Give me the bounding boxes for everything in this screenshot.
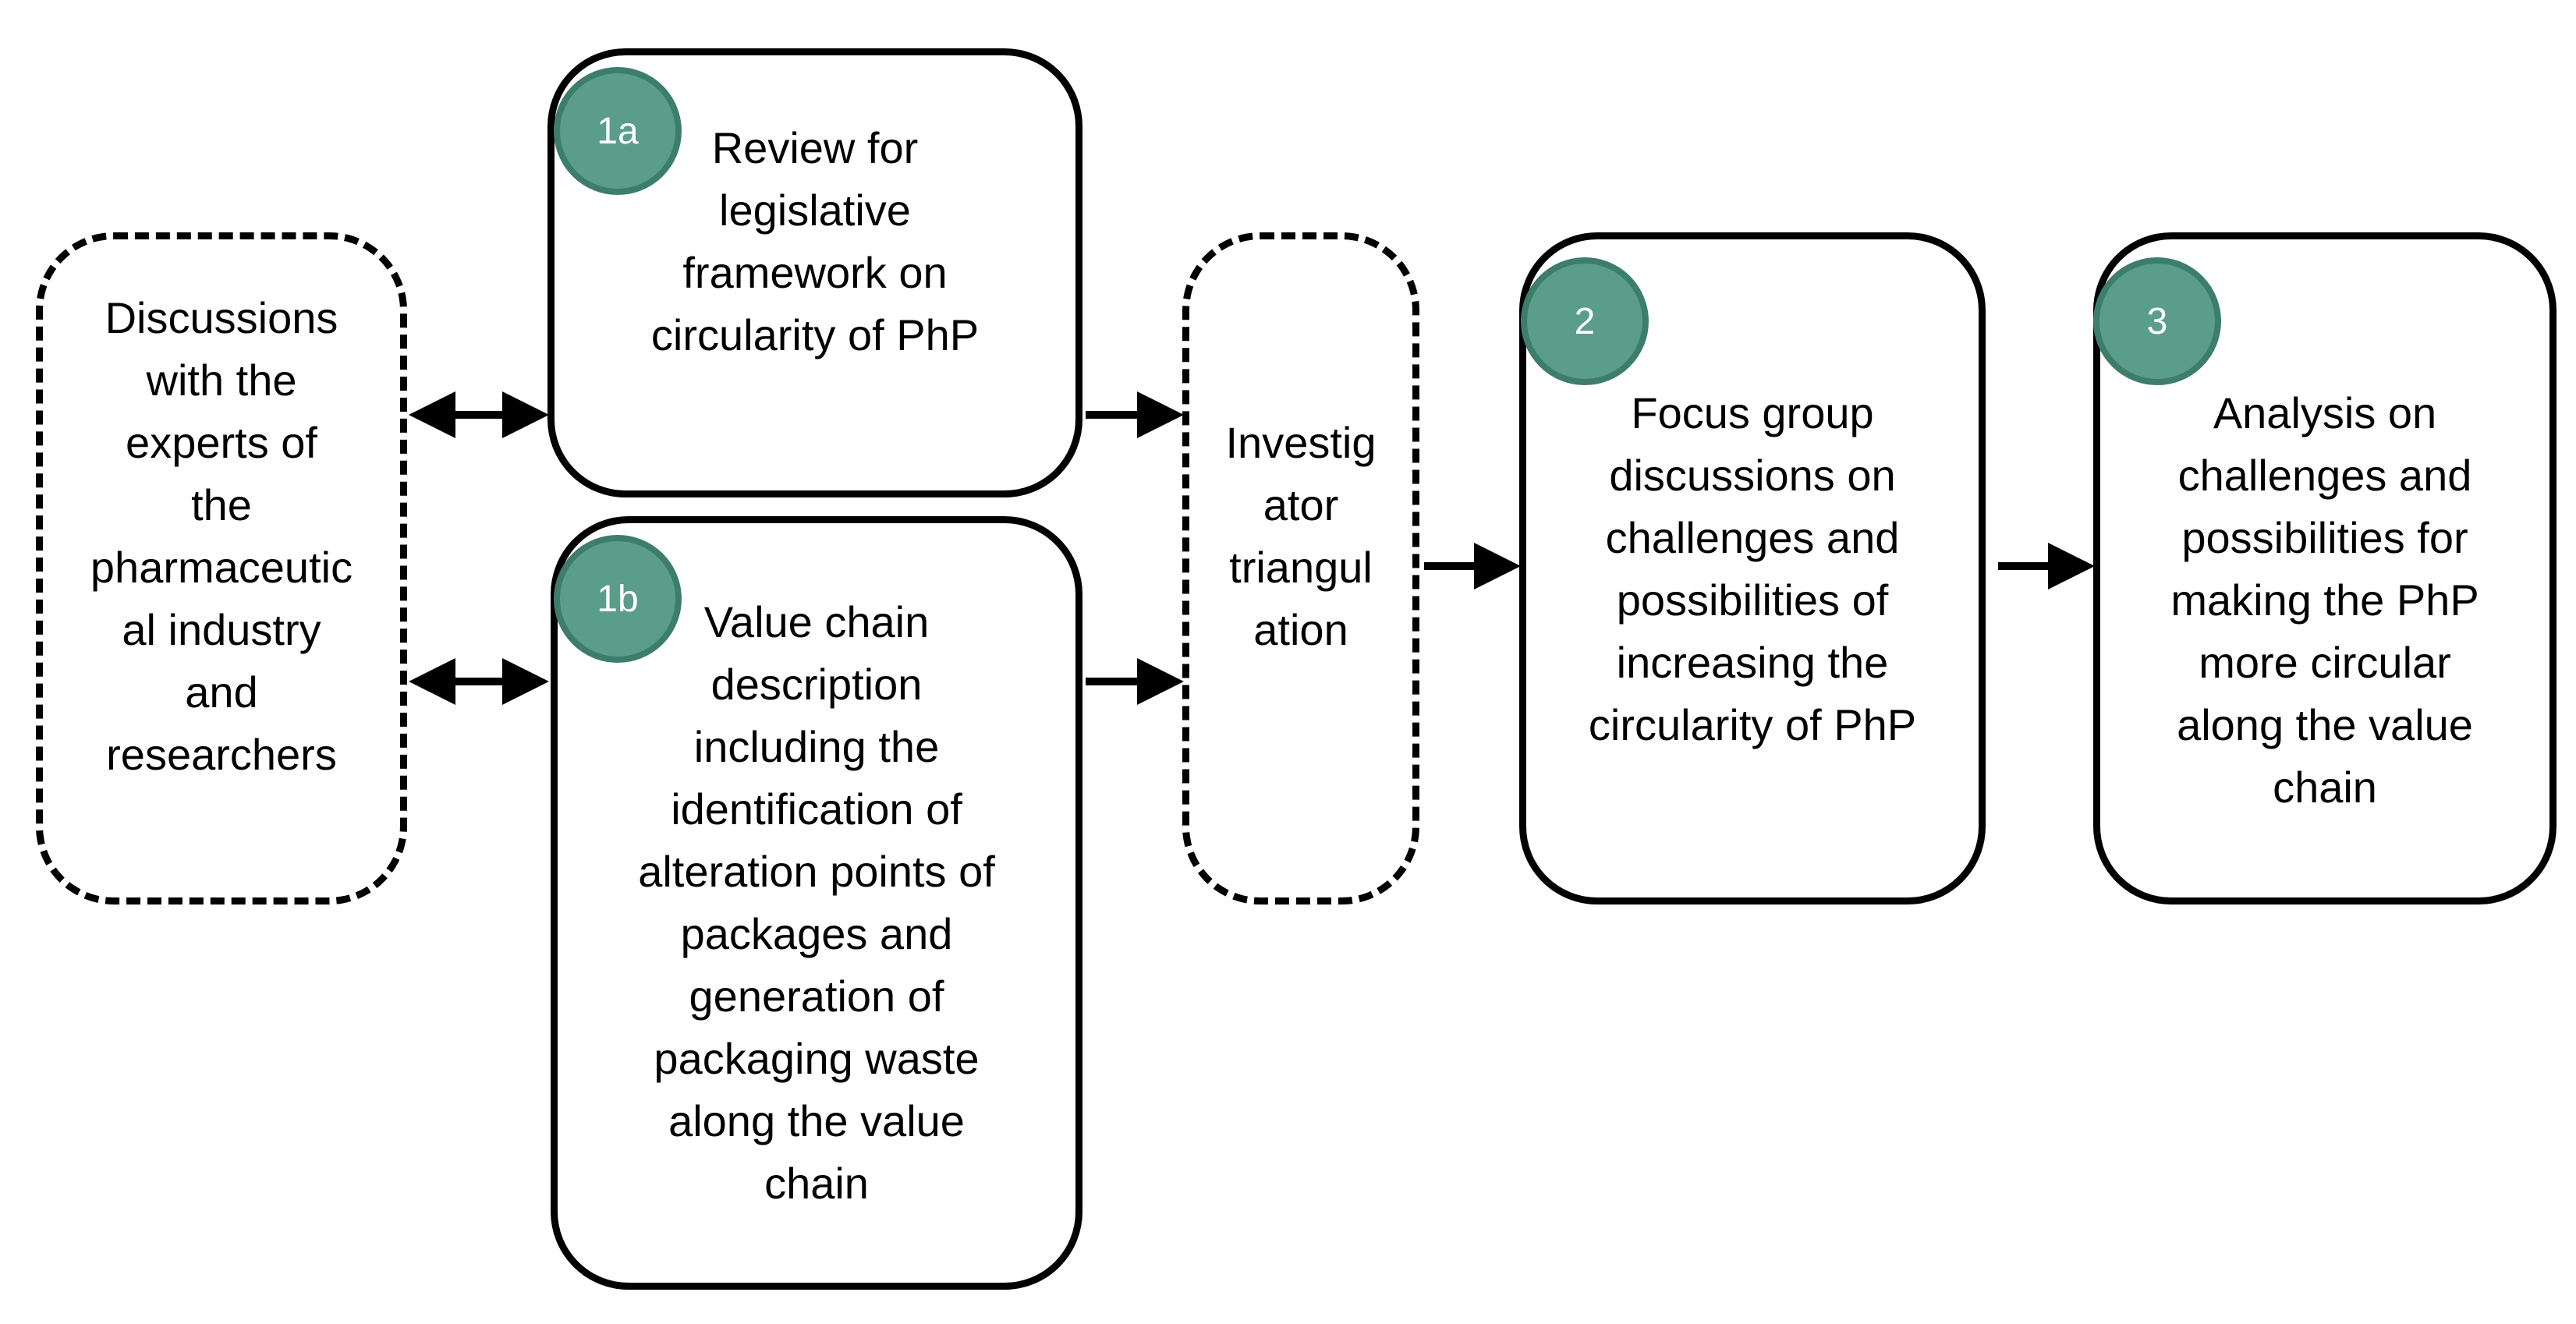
value-chain-text: Value chain description including the id… — [638, 597, 995, 1208]
analysis-text: Analysis on challenges and possibilities… — [2170, 388, 2479, 812]
analysis-box — [2093, 232, 2557, 904]
focus-group-box — [1519, 232, 1986, 904]
investigator-triangulation-text: Investig ator triangul ation — [1225, 418, 1377, 654]
step-3-badge: 3 — [2093, 257, 2221, 385]
step-2-badge: 2 — [1521, 257, 1649, 385]
investigator-triangulation-box — [1182, 232, 1419, 904]
step-1b-badge: 1b — [554, 535, 682, 663]
experts-discussion-box — [36, 232, 407, 904]
step-1a-badge: 1a — [554, 67, 682, 195]
legislative-review-text: Review for legislative framework on circ… — [650, 123, 980, 359]
focus-group-text: Focus group discussions on challenges an… — [1588, 388, 1917, 749]
experts-discussion-text: Discussions with the experts of the phar… — [90, 293, 353, 779]
